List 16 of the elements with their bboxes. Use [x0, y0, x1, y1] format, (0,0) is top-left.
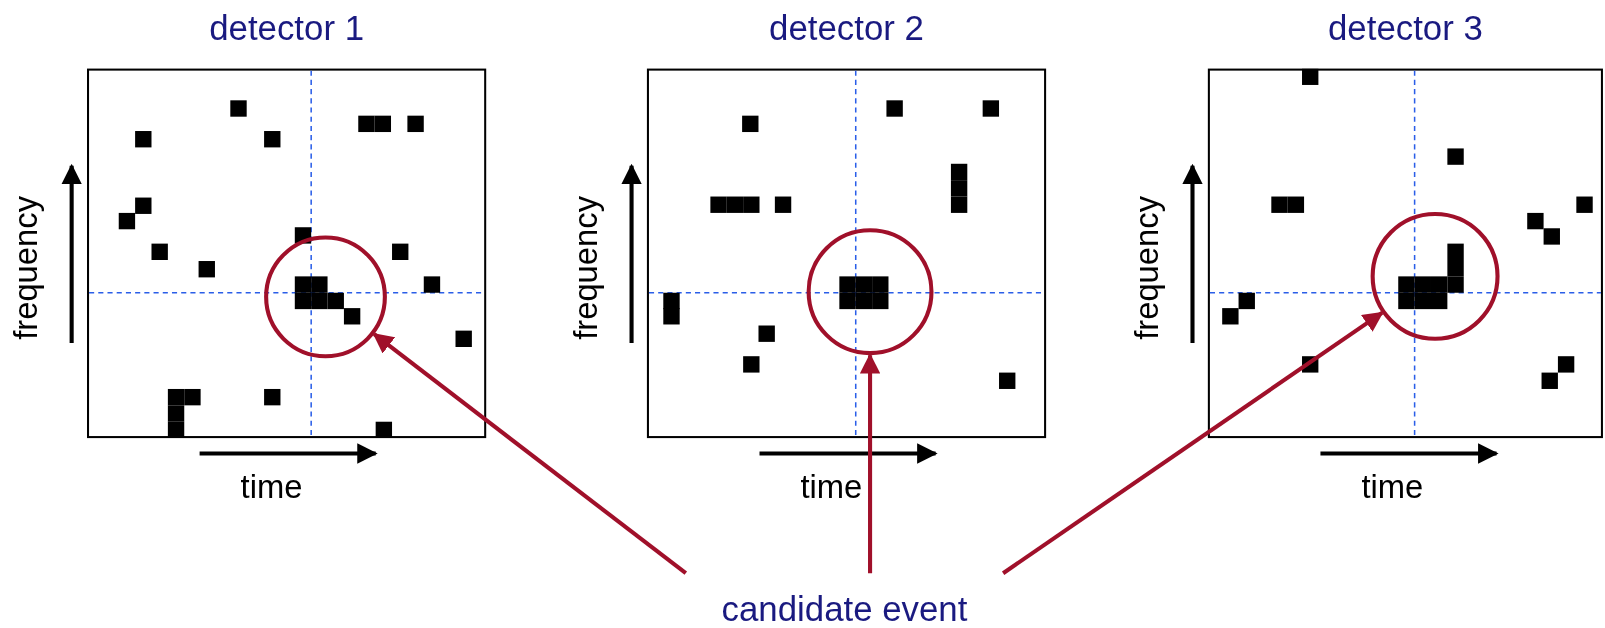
highlight-circle — [1370, 211, 1500, 341]
panel-title: detector 3 — [1328, 8, 1483, 48]
axis-label: frequency — [7, 196, 44, 340]
panel-title: detector 1 — [209, 8, 364, 48]
callout-text: candidate event — [721, 589, 968, 628]
axis-label: time — [1361, 468, 1424, 506]
highlight-circle — [264, 235, 387, 359]
axis-label: time — [240, 468, 303, 506]
arrow — [1001, 311, 1384, 575]
arrow — [859, 353, 881, 574]
axis-label: time — [800, 468, 863, 506]
axis-label: frequency — [567, 196, 604, 340]
arrow — [372, 332, 688, 575]
panel-title: detector 2 — [769, 8, 924, 48]
axis-label: frequency — [1128, 196, 1165, 340]
highlight-circle — [806, 228, 934, 356]
